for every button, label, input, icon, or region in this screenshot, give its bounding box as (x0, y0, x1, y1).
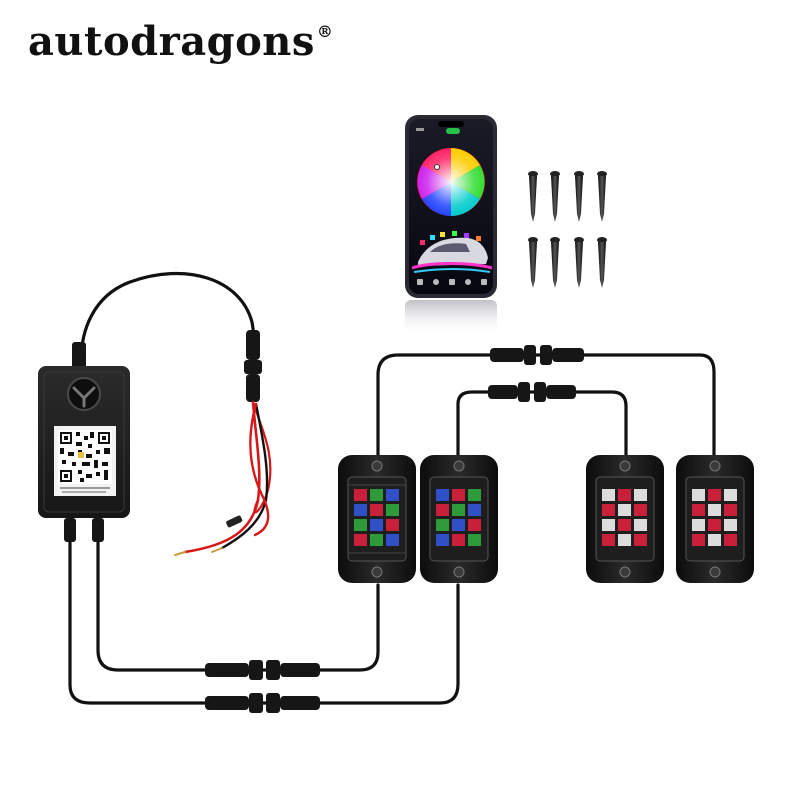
car-graphic (411, 231, 493, 273)
rock-light-pod-2 (420, 455, 498, 583)
controller-box (38, 342, 130, 542)
led-array (436, 489, 481, 546)
rock-light-pod-4 (676, 455, 754, 583)
screw (597, 237, 607, 288)
power-leads (174, 400, 272, 556)
mounting-screws (528, 171, 607, 288)
screw (528, 237, 538, 288)
screw (550, 237, 560, 288)
cable-connectors (205, 330, 584, 713)
cable-pod1-pod4 (376, 353, 716, 470)
color-wheel-icon (417, 148, 485, 216)
output-cable-b (68, 538, 460, 705)
led-array (692, 489, 737, 546)
dragon-logo-icon (67, 377, 101, 411)
rock-light-pod-1 (338, 455, 416, 583)
brand-name: autodragons (28, 18, 315, 65)
smartphone-app (405, 115, 497, 336)
app-tab-bar (417, 279, 487, 285)
led-array (354, 489, 399, 546)
output-cable-a (96, 538, 380, 672)
screw (528, 171, 538, 222)
led-array (602, 489, 647, 546)
qr-code-label (54, 426, 116, 496)
rock-light-pod-3 (586, 455, 664, 583)
power-cable (79, 271, 256, 372)
screw (574, 237, 584, 288)
screw (597, 171, 607, 222)
brand-logo: autodragons® (28, 22, 333, 62)
screw (574, 171, 584, 222)
registered-mark: ® (316, 22, 334, 41)
screw (550, 171, 560, 222)
